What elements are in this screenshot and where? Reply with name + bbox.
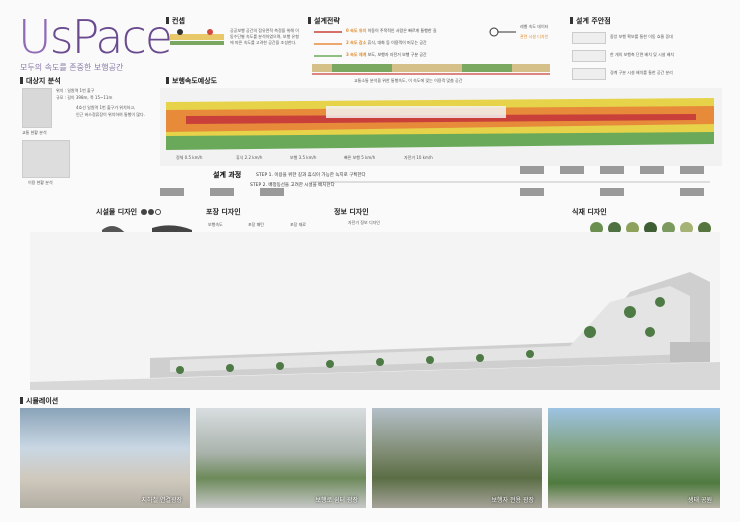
simulation-photo-1: 지하철 연결광장 bbox=[20, 408, 190, 508]
walking-speed-heatmap bbox=[166, 98, 714, 150]
plant-swatch bbox=[680, 222, 693, 235]
simulation-heading: 시뮬레이션 bbox=[20, 396, 58, 406]
strategy-row-2: 2 속도 감소 휴식, 대화 등 이용객이 머무는 공간 bbox=[346, 40, 427, 45]
process-step-1: STEP 1. 이용을 위한 길과 휴식이 가능한 녹지로 구획한다 bbox=[256, 173, 366, 178]
simulation-photo-4: 생태 공원 bbox=[548, 408, 720, 508]
poster-title: UsPace bbox=[18, 10, 173, 64]
strategy-icons bbox=[314, 31, 342, 57]
plant-swatch bbox=[608, 222, 621, 235]
traffic-caption: 교통 현황 분석 bbox=[22, 130, 47, 135]
simulation-caption-3: 보행자 전용 광장 bbox=[491, 497, 534, 504]
site-analysis-heading: 대상지 분석 bbox=[20, 76, 61, 86]
simulation-caption-2: 보행로 쉼터 광장 bbox=[315, 497, 358, 504]
design-point-3-diagram bbox=[572, 68, 606, 80]
strategy-legend-title: 레벨 속도 데이터 bbox=[520, 24, 549, 29]
strategy-legend-icon bbox=[489, 27, 516, 37]
speed-legend-3: 보행 3.5 km/h bbox=[290, 155, 317, 160]
concept-diagram bbox=[170, 29, 224, 45]
usage-map-image bbox=[22, 140, 70, 178]
paving-col-a: 보행속도 bbox=[208, 222, 223, 227]
design-point-3: 경계 구분 시설 배치를 통한 공간 분리 bbox=[610, 70, 673, 75]
plant-swatch bbox=[644, 222, 657, 235]
design-points-heading: 설계 주안점 bbox=[570, 16, 611, 26]
concept-heading: 컨셉 bbox=[166, 16, 185, 26]
paving-heading: 포장 디자인 bbox=[206, 208, 241, 216]
simulation-caption-4: 생태 공원 bbox=[688, 497, 712, 504]
concept-text: 공공보행 공간의 점유면적 측정을 위해 이동수단별 속도를 분석하였으며, 보… bbox=[230, 28, 299, 45]
walking-speed-heading: 보행속도예상도 bbox=[166, 76, 217, 86]
strategy-section-strip bbox=[312, 64, 550, 75]
planting-heading: 식재 디자인 bbox=[572, 208, 607, 216]
site-plan bbox=[30, 232, 720, 390]
strategy-legend-sub: 관련 시설 디자인 bbox=[520, 34, 549, 39]
strategy-heading: 설계전략 bbox=[308, 16, 340, 26]
usage-caption: 이용 현황 분석 bbox=[28, 180, 53, 185]
paving-col-c: 포장 재료 bbox=[290, 222, 306, 227]
paving-col-b: 포장 패턴 bbox=[248, 222, 264, 227]
site-map-image bbox=[22, 88, 52, 128]
design-point-1: 중앙 보행 확보를 통한 이동 효율 증대 bbox=[610, 34, 673, 39]
process-step-2: STEP 2. 배정동선을 고려한 시설을 배치한다 bbox=[250, 183, 335, 188]
plant-swatch bbox=[590, 222, 603, 235]
design-point-2-diagram bbox=[572, 50, 606, 62]
simulation-caption-1: 지하철 연결광장 bbox=[141, 497, 182, 504]
facility-heading: 시설물 디자인 bbox=[96, 207, 161, 217]
plant-swatch bbox=[626, 222, 639, 235]
info-sub: 자전거 정보 디자인 bbox=[348, 220, 380, 225]
simulation-photo-2: 보행로 쉼터 광장 bbox=[196, 408, 366, 508]
plant-swatch bbox=[662, 222, 675, 235]
site-desc-1: 4호선 일원역 1번 출구가 위치하고, bbox=[76, 105, 136, 110]
speed-legend-1: 정체 0.5 km/h bbox=[176, 155, 203, 160]
strategy-row-1: 0 속도 유지 이동이 주목적인 사람은 빠르게 통행한 길 bbox=[346, 28, 437, 33]
poster-subtitle: 모두의 속도를 존중한 보행공간 bbox=[20, 63, 124, 72]
speed-legend-4: 빠른 보행 5 km/h bbox=[344, 155, 376, 160]
strategy-note: 교통소통 분석을 위한 통행속도, 이 속도에 맞는 이용객 맞춤 공간 bbox=[354, 78, 463, 83]
info-heading: 정보 디자인 bbox=[334, 208, 369, 216]
design-point-1-diagram bbox=[572, 32, 606, 44]
site-location-text: 위치 : 일원역 1번 출구 bbox=[56, 88, 95, 93]
site-scale-text: 규모 : 길이 398m, 폭 15~11m bbox=[56, 95, 113, 100]
speed-legend-2: 휴식 2.2 km/h bbox=[236, 155, 263, 160]
simulation-photo-3: 보행자 전용 광장 bbox=[372, 408, 542, 508]
speed-legend-5: 자전거 10 km/h bbox=[404, 155, 433, 160]
process-diagrams bbox=[160, 166, 710, 196]
site-desc-2: 인근 버스정류장이 위치하여 통행이 많다. bbox=[76, 112, 145, 117]
plant-swatch bbox=[698, 222, 711, 235]
design-point-2: 한 개의 보행축 단면 배치 및 시설 배치 bbox=[610, 52, 675, 57]
design-process-heading: 설계 과정 bbox=[213, 171, 242, 179]
strategy-row-3: 3 속도 재계 보도, 보행자 자전거 보행 구분 공간 bbox=[346, 52, 427, 57]
